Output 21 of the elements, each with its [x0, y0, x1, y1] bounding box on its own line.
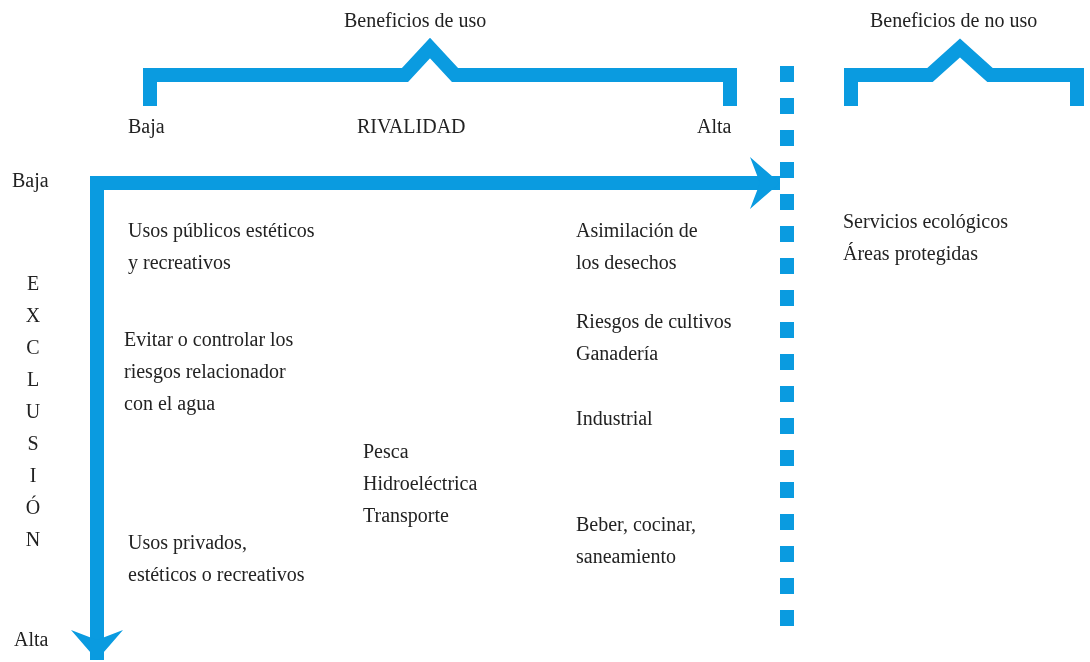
axis-tick-label: Baja	[128, 114, 165, 140]
category-label: Transporte	[363, 503, 449, 529]
category-label: Industrial	[576, 406, 653, 431]
header-label: Beneficios de uso	[344, 8, 487, 33]
category-label: Usos privados, estéticos o recreativos	[128, 530, 306, 587]
category-label: Áreas protegidas	[843, 241, 978, 267]
axis-title: EXCLUSIÓN	[22, 272, 44, 560]
category-label: Pesca	[363, 439, 409, 464]
category-label: Usos públicos estéticos y recreativos	[128, 218, 316, 276]
axis-tick-label: Alta	[14, 627, 49, 652]
category-label: Ganadería	[576, 341, 659, 366]
category-label: Evitar o controlar los riesgos relacionador con el agua	[124, 327, 295, 417]
category-label: Hidroeléctrica	[363, 471, 478, 496]
axis-tick-label: Baja	[12, 168, 49, 194]
header-label: Beneficios de no uso	[870, 8, 1038, 33]
axis-tick-label: Alta	[697, 114, 732, 139]
category-label: Riesgos de cultivos	[576, 309, 732, 335]
category-label: Beber, cocinar, saneamiento	[576, 512, 697, 569]
category-label: Servicios ecológicos	[843, 209, 1008, 235]
category-label: Asimilación de los desechos	[576, 218, 699, 275]
axis-title: RIVALIDAD	[357, 114, 466, 139]
